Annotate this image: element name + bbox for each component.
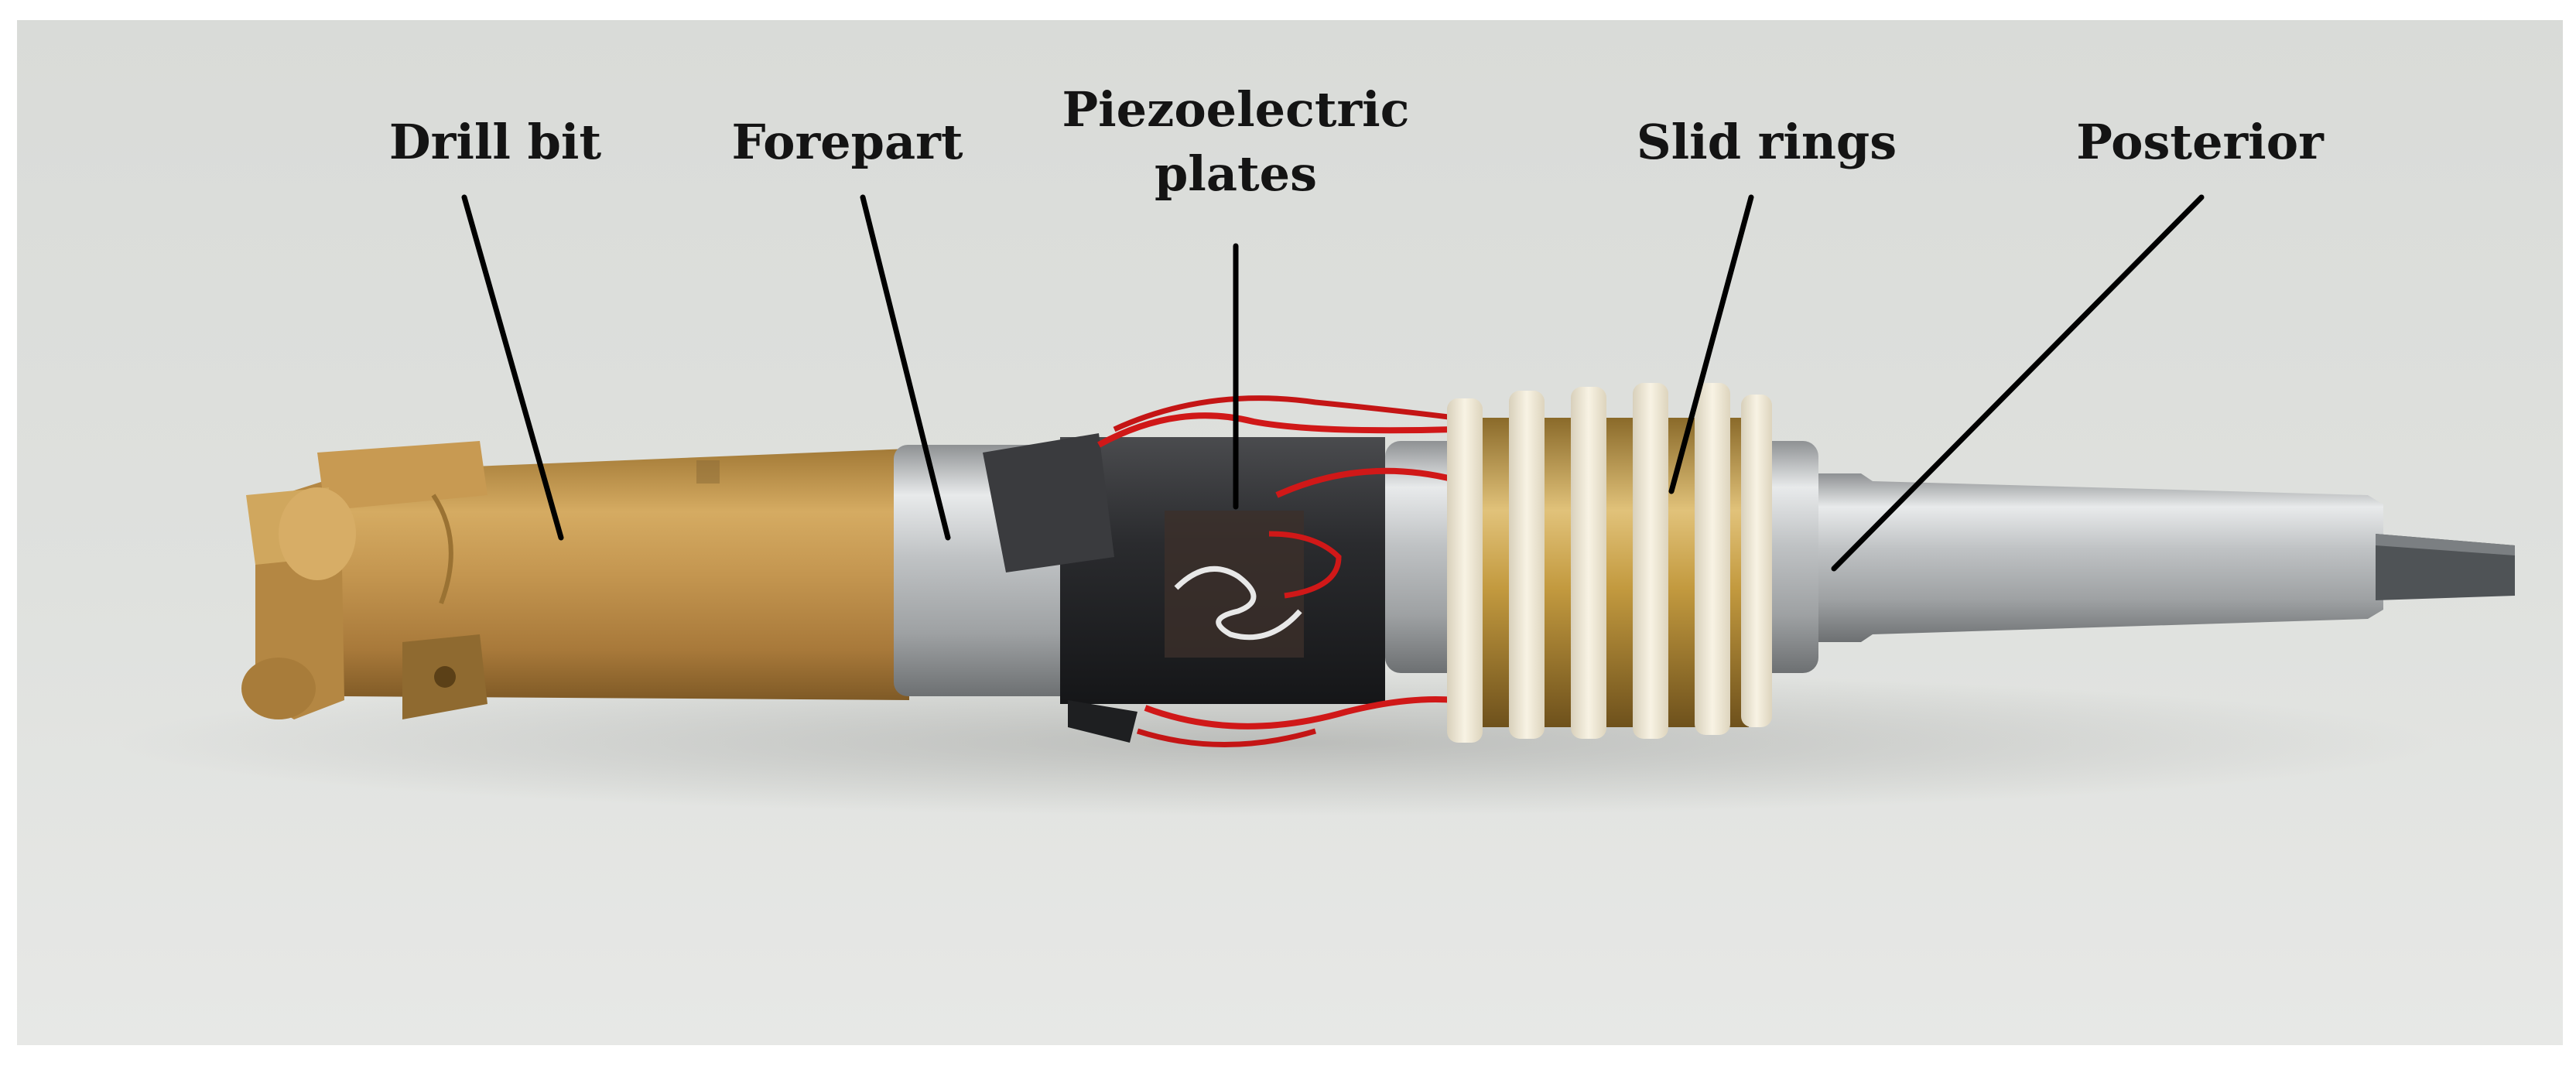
posterior-shank [1803,473,2515,642]
drill-bit-label: Drill bit [389,114,602,170]
slid-rings-leader [1668,194,1754,494]
slid-rings-label: Slid rings [1637,114,1897,170]
posterior-leader [1831,194,2205,572]
forepart-leader [860,194,951,541]
piezoelectric-section [983,395,1456,747]
drill-bit-leader [461,194,564,541]
labels: Drill bit Forepart Piezoelectric plates … [389,81,2325,202]
piezoelectric-label-line2: plates [1155,145,1317,202]
piezoelectric-label-line1: Piezoelectric [1062,81,1410,138]
slid-rings [1447,383,1772,743]
posterior-label: Posterior [2076,114,2325,170]
drill-tool [241,383,2515,747]
drill-bit [241,441,909,719]
leader-lines [461,194,2205,572]
forepart-label: Forepart [732,114,963,170]
